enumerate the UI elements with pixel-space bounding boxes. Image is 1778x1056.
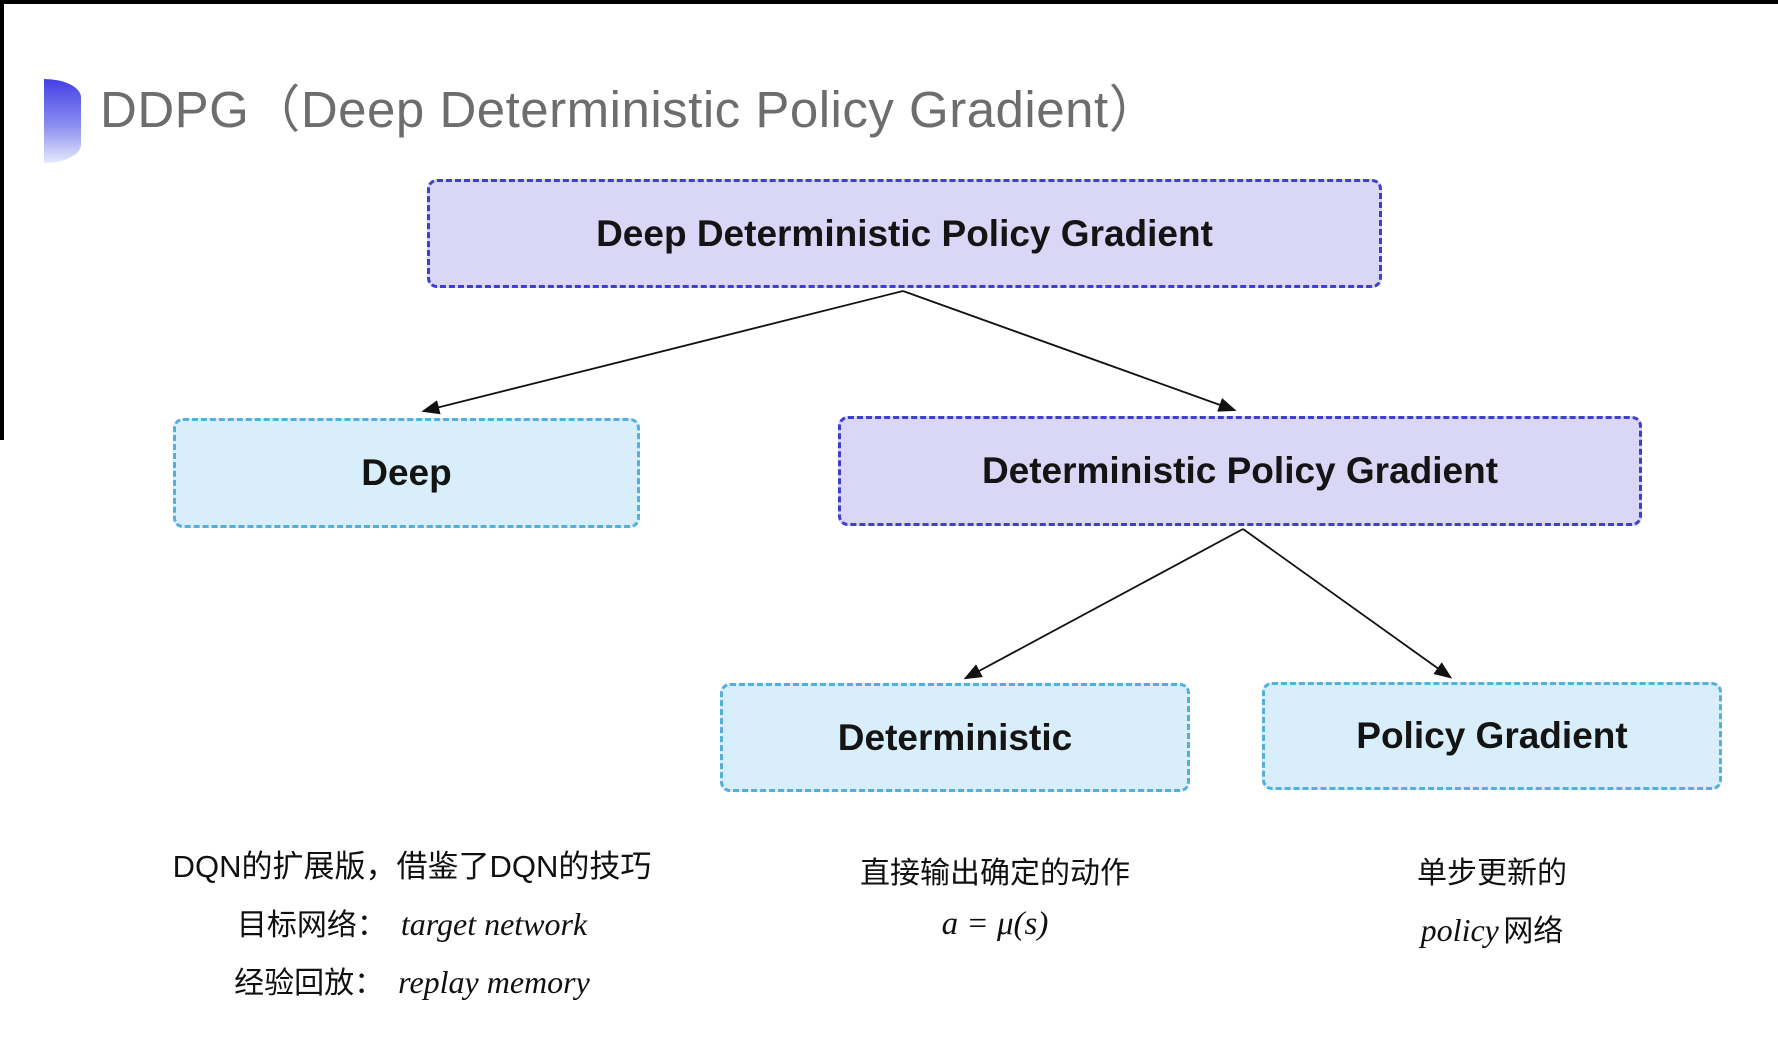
- deep-note-line3: 经验回放： replay memory: [132, 958, 692, 1002]
- deterministic-formula: a = μ(s): [941, 906, 1049, 942]
- arrow-dpg-to-policy-gradient: [1242, 528, 1453, 679]
- node-label: Deep: [361, 452, 452, 493]
- node-label: Policy Gradient: [1356, 715, 1628, 756]
- target-network-term: target network: [400, 906, 588, 942]
- deterministic-notes: 直接输出确定的动作 a = μ(s): [795, 848, 1195, 943]
- top-edge-border: [0, 0, 1778, 4]
- policy-term: policy: [1420, 912, 1499, 948]
- page-title: DDPG（Deep Deterministic Policy Gradient）: [100, 81, 1161, 138]
- node-deterministic: Deterministic: [720, 683, 1190, 792]
- policy-gradient-note-line2: policy 网络: [1292, 906, 1692, 950]
- deep-notes: DQN的扩展版，借鉴了DQN的技巧 目标网络： target network 经验…: [132, 841, 692, 1016]
- policy-gradient-note-line1: 单步更新的: [1417, 857, 1567, 890]
- node-deep: Deep: [173, 418, 640, 528]
- policy-gradient-notes: 单步更新的 policy 网络: [1292, 848, 1692, 950]
- left-edge-border: [0, 0, 4, 440]
- title-bullet-icon: [44, 79, 81, 163]
- node-label: Deterministic: [837, 716, 1073, 758]
- arrow-dpg-to-deterministic: [963, 528, 1244, 680]
- deterministic-note-line1: 直接输出确定的动作: [860, 857, 1130, 890]
- policy-network-label: 网络: [1503, 915, 1564, 948]
- replay-memory-term: replay memory: [398, 964, 590, 1000]
- node-deep-deterministic-policy-gradient: Deep Deterministic Policy Gradient: [427, 179, 1382, 288]
- arrow-ddpg-to-deep: [421, 290, 904, 415]
- replay-memory-label: 经验回放：: [234, 967, 385, 1000]
- arrow-ddpg-to-dpg: [902, 290, 1237, 412]
- node-label: Deterministic Policy Gradient: [981, 450, 1499, 491]
- node-deterministic-policy-gradient: Deterministic Policy Gradient: [838, 416, 1642, 526]
- deep-note-line1: DQN的扩展版，借鉴了DQN的技巧: [172, 849, 652, 884]
- target-network-label: 目标网络：: [236, 909, 387, 942]
- node-label: Deep Deterministic Policy Gradient: [596, 212, 1213, 254]
- deep-note-line2: 目标网络： target network: [132, 900, 692, 944]
- node-policy-gradient: Policy Gradient: [1262, 682, 1722, 790]
